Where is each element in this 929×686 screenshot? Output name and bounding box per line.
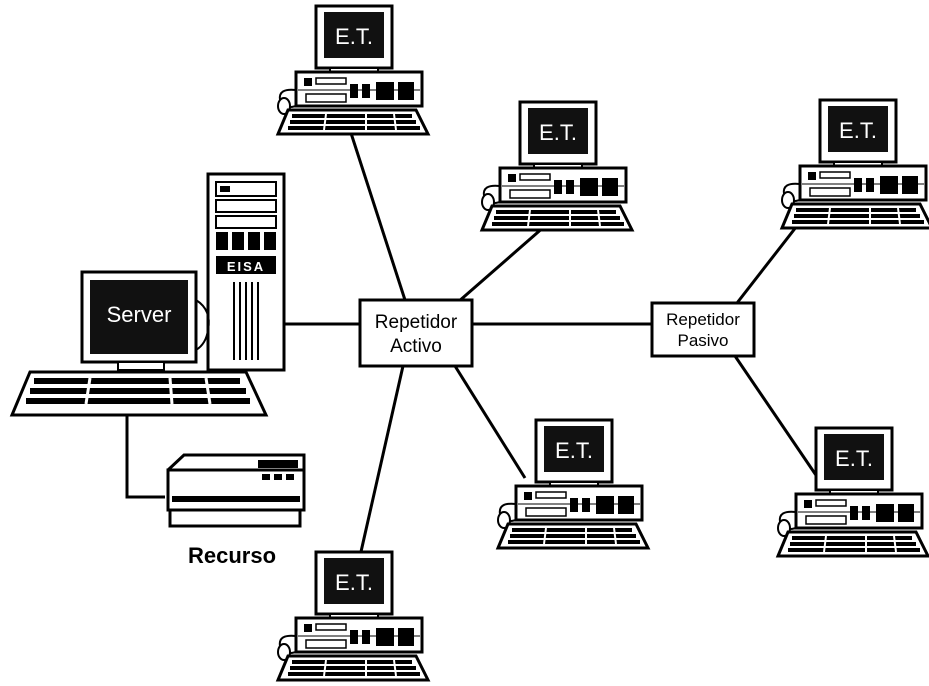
active-repeater-label-line1: Repetidor <box>375 312 458 333</box>
link-ws1-active <box>348 129 407 301</box>
workstation-5-label: E.T. <box>335 570 373 595</box>
server-label: Server <box>107 302 172 327</box>
workstation-1: E.T. <box>276 4 430 136</box>
printer: Recurso <box>166 453 306 568</box>
workstation-4-label: E.T. <box>555 438 593 463</box>
server-tower-icon <box>206 172 286 372</box>
printer-icon <box>166 453 306 528</box>
passive-repeater-label-line2: Pasivo <box>677 331 728 350</box>
link-server-printer <box>125 415 165 499</box>
active-repeater: Repetidor Activo <box>358 298 474 368</box>
connections <box>125 129 824 566</box>
workstation-1-label: E.T. <box>335 24 373 49</box>
workstation-6: E.T. <box>776 426 929 558</box>
server: EISA Server <box>9 172 286 417</box>
passive-repeater-box <box>650 301 756 358</box>
printer-label: Recurso <box>188 543 276 568</box>
active-repeater-label-line2: Activo <box>390 336 442 357</box>
server-monitor-icon <box>80 270 210 371</box>
link-ws5-active <box>356 365 405 566</box>
workstation-3: E.T. <box>780 98 929 230</box>
link-ws6-passive <box>733 355 824 485</box>
active-repeater-box <box>358 298 474 368</box>
link-ws2-active <box>457 224 546 304</box>
workstation-6-label: E.T. <box>835 446 873 471</box>
workstation-4: E.T. <box>496 418 650 550</box>
workstation-2: E.T. <box>480 100 634 232</box>
link-ws3-passive <box>735 221 802 304</box>
server-keyboard-icon <box>9 370 269 417</box>
workstation-5: E.T. <box>276 550 430 682</box>
workstation-2-label: E.T. <box>539 120 577 145</box>
workstation-3-label: E.T. <box>839 118 877 143</box>
passive-repeater-label-line1: Repetidor <box>666 310 740 329</box>
passive-repeater: Repetidor Pasivo <box>650 301 756 358</box>
link-ws4-active <box>453 365 527 479</box>
server-case-label: EISA <box>227 259 265 274</box>
